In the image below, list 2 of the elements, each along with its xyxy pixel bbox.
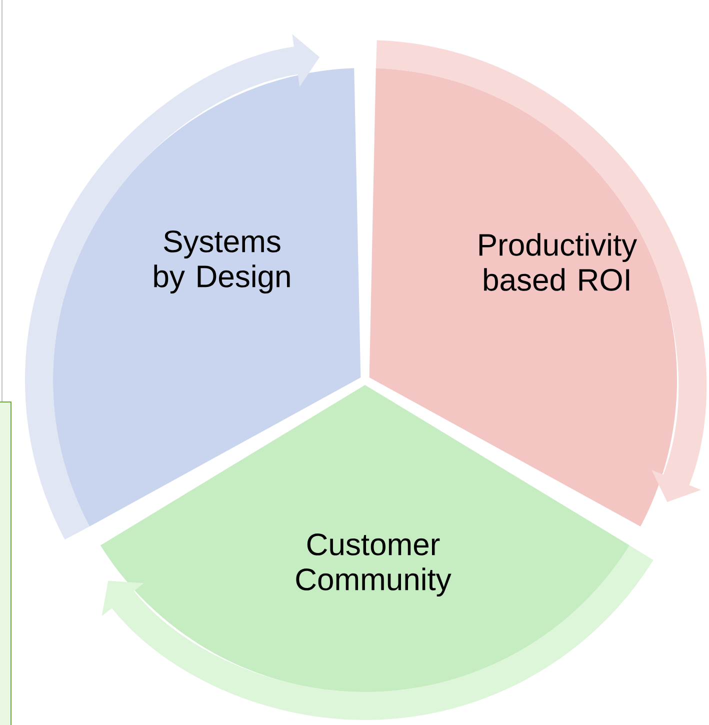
- node-label: Systems by Design: [154, 230, 290, 294]
- node-label: Productivity based ROI: [479, 233, 638, 291]
